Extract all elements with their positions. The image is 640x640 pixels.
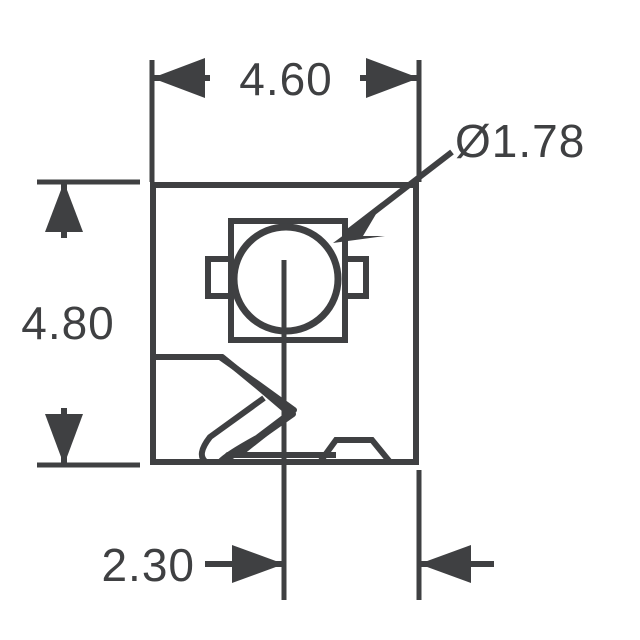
dimension-offset-bottom: 2.30 xyxy=(101,470,494,600)
arrowhead-up-left xyxy=(45,182,83,232)
window-tab-left xyxy=(205,256,231,299)
leader-line xyxy=(346,149,454,235)
contact-window xyxy=(205,218,369,343)
window-square xyxy=(228,218,348,343)
arrowhead-bottom-right xyxy=(419,545,471,583)
bottom-notch xyxy=(317,437,416,465)
window-tab-right xyxy=(345,256,369,299)
arrowhead-right-top xyxy=(366,58,419,98)
leader-hole-diameter: Ø1.78 xyxy=(333,115,585,243)
arrowhead-down-left xyxy=(45,414,83,465)
dimension-label-height: 4.80 xyxy=(21,297,115,349)
spring-visible xyxy=(153,354,336,465)
spring-geometry xyxy=(153,354,293,455)
dimension-label-diameter: Ø1.78 xyxy=(455,115,585,167)
spring-path-primary xyxy=(153,354,336,461)
dimension-label-offset: 2.30 xyxy=(101,539,195,591)
arrowhead-left-top xyxy=(152,58,205,98)
arrowhead-leader xyxy=(333,209,385,243)
dimension-width-top: 4.60 xyxy=(149,53,422,182)
dimension-height-left: 4.80 xyxy=(21,179,140,468)
dimension-label-width: 4.60 xyxy=(239,53,333,105)
notch-trapezoid xyxy=(317,437,416,465)
spring-path-secondary xyxy=(198,395,266,465)
arrowhead-bottom-left xyxy=(232,545,284,583)
